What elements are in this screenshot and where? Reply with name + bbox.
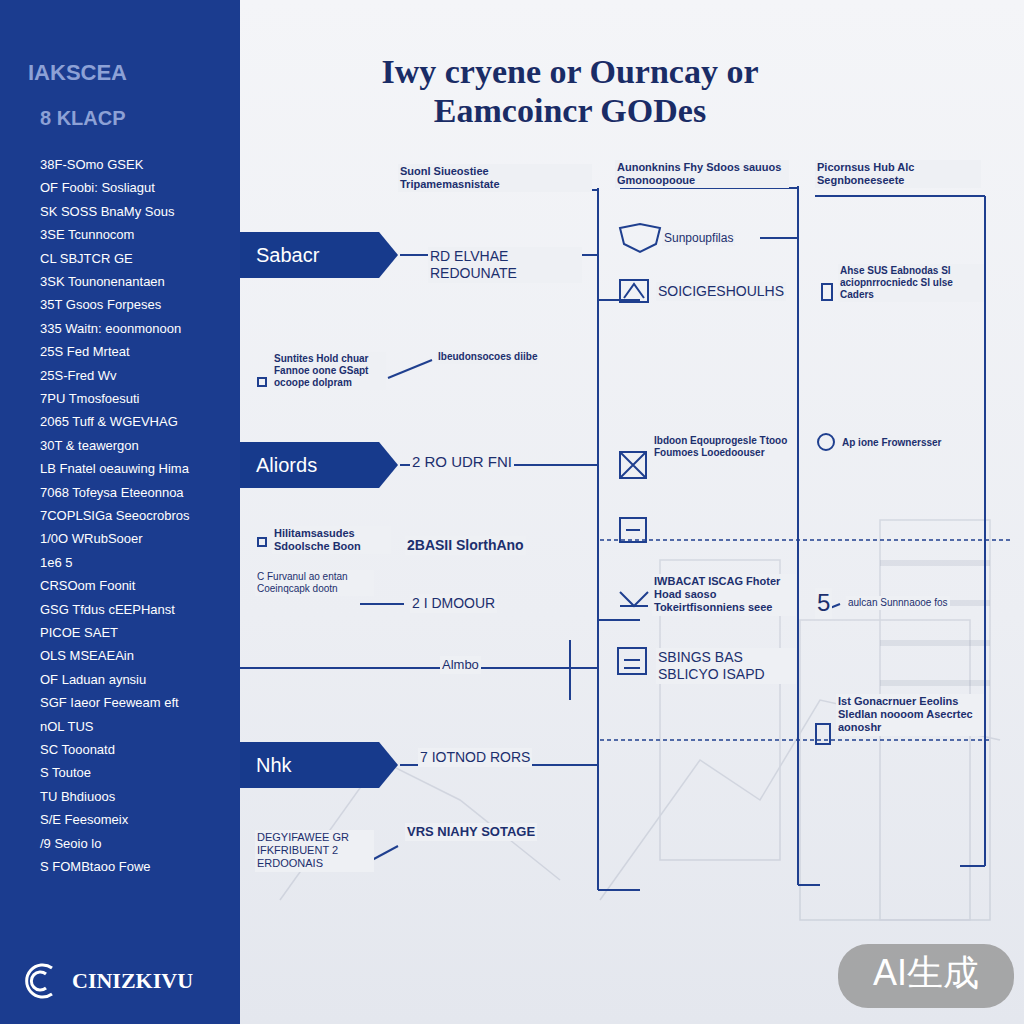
panel-heading: IAKSCEA (28, 60, 228, 86)
annotation: aulcan Sunnnaooe fos (846, 596, 950, 610)
list-item: SK SOSS BnaMy Sous (40, 204, 236, 220)
tab-band: Sabacr (240, 232, 398, 278)
list-item: 38F-SOmo GSEK (40, 157, 236, 173)
list-item: nOL TUS (40, 719, 236, 735)
annotation: Ibdoon Eqouprogesle Ttooo Foumoes Looedo… (652, 434, 796, 460)
diagram-title: Iwy cryene or Ourncay or Eamcoincr GODes (335, 52, 805, 130)
annotation: C Furvanul ao entan Coeinqcapk dootn (255, 570, 374, 596)
annotation: 2 I DMOOUR (410, 594, 497, 613)
bracket-lines (240, 186, 985, 890)
list-item: S FOMBtaoo Fowe (40, 859, 236, 875)
annotation: Almbo (440, 656, 481, 674)
annotation: Aunonknins Fhy Sdoos sauuos Gmonoopooue (615, 160, 789, 188)
list-item: 1e6 5 (40, 555, 236, 571)
annotation: Suntites Hold chuar Fannoe oone GSapt oc… (272, 352, 386, 390)
list-item: OLS MSEAEAin (40, 648, 236, 664)
annotation: 2BASII SlorthAno (405, 536, 526, 555)
annotation: Ist Gonacrnuer Eeolins Sledlan noooom As… (836, 694, 984, 736)
list-item: SC Tooonatd (40, 742, 236, 758)
annotation: DEGYIFAWEE GR IFKFRIBUENT 2 ERDOONAIS (255, 830, 374, 872)
logo-mark (27, 965, 52, 997)
list-item: 1/0O WRubSooer (40, 531, 236, 547)
list-item: 3SE Tcunnocom (40, 227, 236, 243)
annotation: Hilitamsasudes Sdoolsche Boon (272, 526, 391, 554)
list-item: 3SK Tounonenantaen (40, 274, 236, 290)
list-item: OF Foobi: Sosliagut (40, 180, 236, 196)
annotation: Picornsus Hub Alc Segnboneeseete (815, 160, 981, 188)
list-item: S Toutoe (40, 765, 236, 781)
tab-band: Nhk (240, 742, 398, 788)
watermark: AI生成 (838, 950, 1014, 997)
annotation: RD ELVHAE REDOUNATE (428, 247, 582, 283)
list-item: TU Bhdiuoos (40, 789, 236, 805)
list-item: SGF Iaeor Feeweam eft (40, 695, 236, 711)
logo-text: CINIZKIVU (72, 968, 232, 994)
tab-label: Aliords (240, 454, 317, 477)
annotation: Ibeudonsocoes diibe (436, 350, 539, 364)
annotation: Ap ione Frownersser (840, 436, 943, 450)
annotation: Suonl Siueostiee Tripamemasnistate (398, 164, 592, 192)
annotation: Sunpoupfilas (662, 230, 735, 246)
list-item: OF Laduan aynsiu (40, 672, 236, 688)
list-item: 7PU Tmosfoesuti (40, 391, 236, 407)
list-item: 25S Fed Mrteat (40, 344, 236, 360)
list-item: PICOE SAET (40, 625, 236, 641)
list-item: CL SBJTCR GE (40, 251, 236, 267)
list-item: 2065 Tuff & WGEVHAG (40, 414, 236, 430)
tab-band: Aliords (240, 442, 398, 488)
list-item: 30T & teawergon (40, 438, 236, 454)
list-item: LB Fnatel oeauwing Hima (40, 461, 236, 477)
annotation: SBINGS BAS SBLICYO ISAPD (656, 648, 796, 684)
annotation: IWBACAT ISCAG Fhoter Hoad saoso Tokeirtf… (652, 574, 796, 616)
list-item: /9 Seoio lo (40, 836, 236, 852)
list-item: 7COPLSIGa Seeocrobros (40, 508, 236, 524)
list-item: 35T Gsoos Forpeses (40, 297, 236, 313)
annotation: SOICIGESHOULHS (656, 282, 786, 301)
panel-heading: 8 KLACP (40, 106, 230, 130)
list-item: 335 Waitn: eoonmonoon (40, 321, 236, 337)
annotation: Ahse SUS Eabnodas Sl aciopnrrocniedc Sl … (838, 264, 984, 302)
list-item: CRSOom Foonit (40, 578, 236, 594)
annotation: 7 IOTNOD RORS (418, 748, 532, 767)
annotation: 5 (815, 588, 832, 619)
tab-label: Nhk (240, 754, 292, 777)
tab-label: Sabacr (240, 244, 319, 267)
list-item: S/E Feesomeix (40, 812, 236, 828)
annotation: 2 RO UDR FNI (410, 452, 514, 472)
watermark-pill (838, 944, 1014, 1008)
list-item: 7068 Tofeysa Eteeonnoa (40, 485, 236, 501)
building-sketch (280, 520, 1000, 920)
list-item: GSG Tfdus cEEPHanst (40, 602, 236, 618)
annotation: VRS NIAHY SOTAGE (405, 823, 537, 841)
list-item: 25S-Fred Wv (40, 368, 236, 384)
